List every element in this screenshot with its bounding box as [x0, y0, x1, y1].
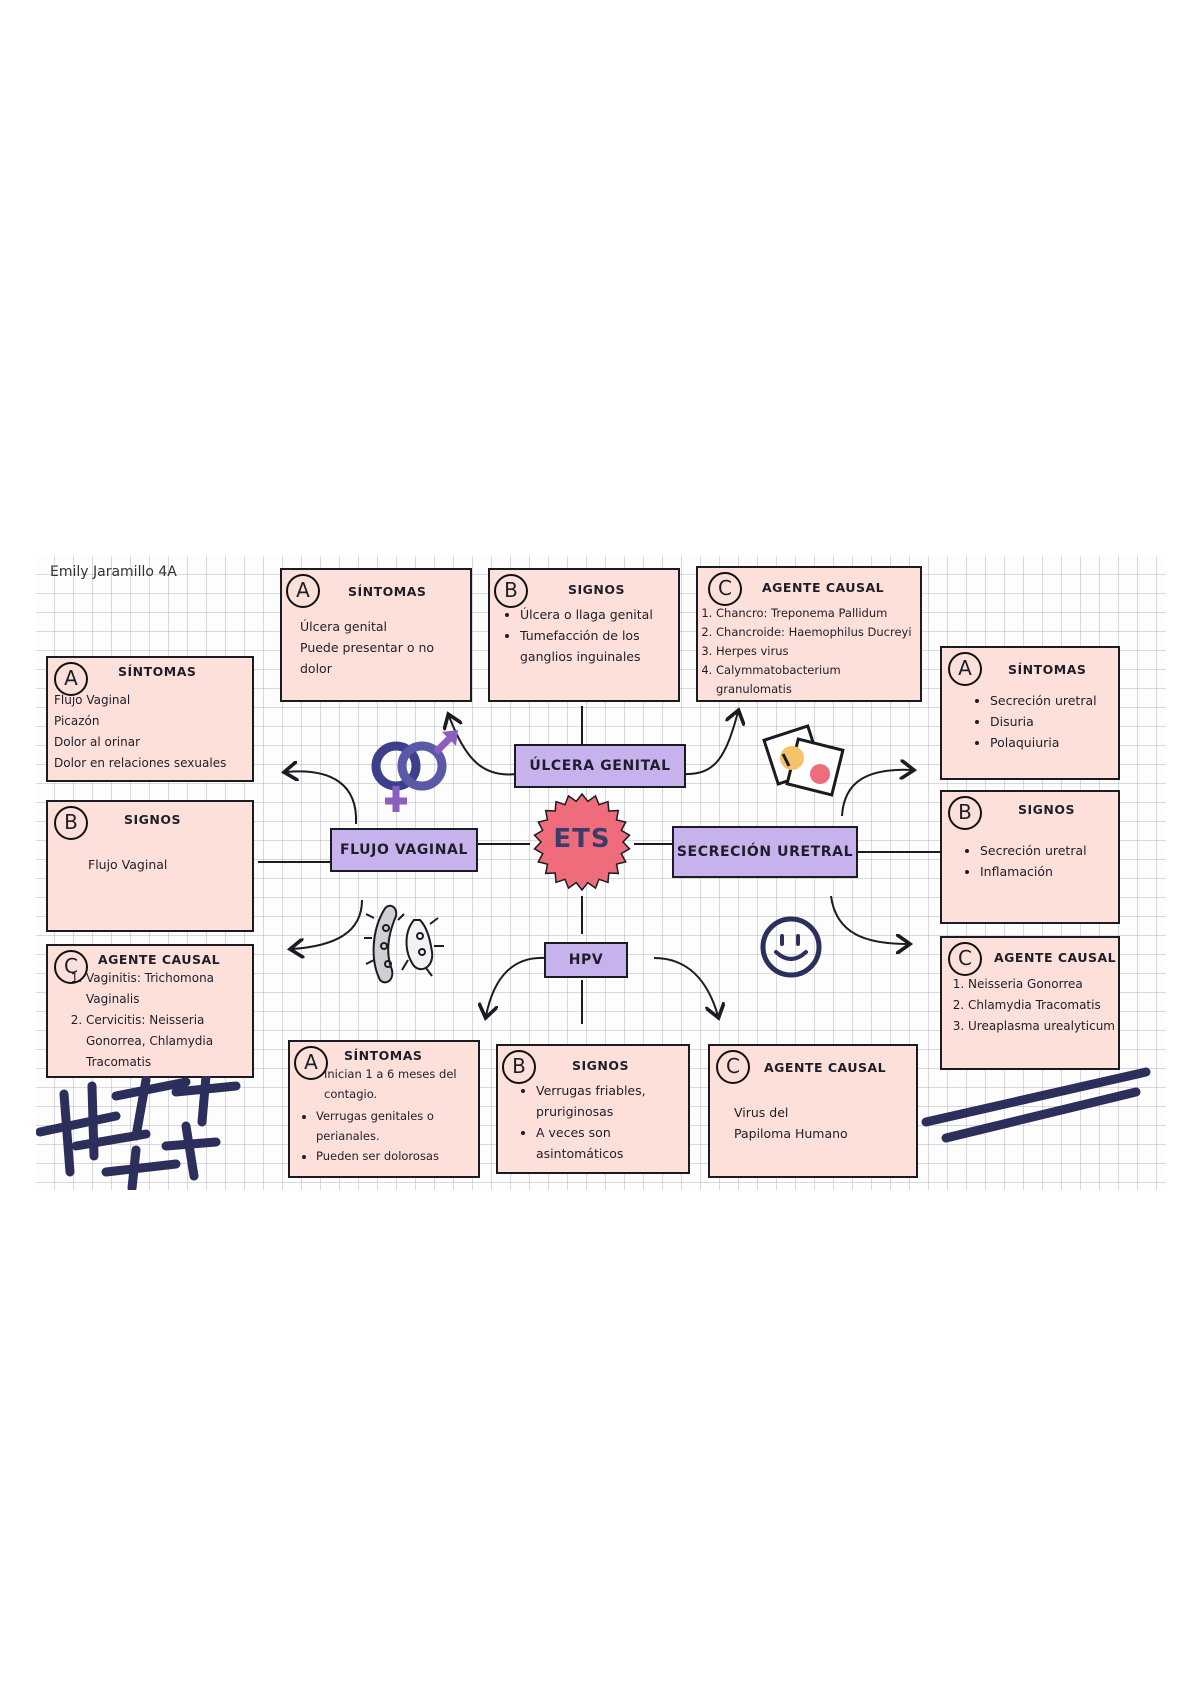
flujo-signos-line: Flujo Vaginal	[88, 857, 168, 872]
list-item: Chancroide: Haemophilus Ducreyi	[716, 623, 920, 642]
flujo-sintomas-box: A SÍNTOMAS Flujo Vaginal Picazón Dolor a…	[46, 656, 254, 782]
ulcera-sintomas-line: Úlcera genital	[300, 619, 388, 634]
secrecion-sintomas-title: SÍNTOMAS	[1008, 662, 1087, 677]
list-item: Tumefacción de los ganglios inguinales	[520, 625, 676, 667]
flujo-agente-body: Vaginitis: Trichomona Vaginalis Cervicit…	[72, 968, 252, 1073]
list-item: Pueden ser dolorosas	[316, 1146, 478, 1166]
secrecion-sintomas-box: A SÍNTOMAS Secreción uretral Disuria Pol…	[940, 646, 1120, 780]
hpv-signos-box: B SIGNOS Verrugas friables, pruriginosas…	[496, 1044, 690, 1174]
flujo-sintomas-line: Dolor al orinar	[54, 735, 141, 749]
flujo-sintomas-line: Picazón	[54, 714, 100, 728]
flujo-signos-title: SIGNOS	[124, 812, 182, 827]
list-item: A veces son asintomáticos	[536, 1122, 688, 1164]
ulcera-agente-box: C AGENTE CAUSAL Chancro: Treponema Palli…	[696, 566, 922, 702]
letter-c-badge: C	[708, 572, 742, 606]
ulcera-signos-title: SIGNOS	[568, 582, 626, 597]
strokes-decoration	[921, 1067, 1151, 1143]
secrecion-agente-title: AGENTE CAUSAL	[994, 950, 1117, 965]
flujo-agente-box: C AGENTE CAUSAL Vaginitis: Trichomona Va…	[46, 944, 254, 1078]
topic-ulcera-genital: ÚLCERA GENITAL	[514, 744, 686, 788]
hpv-agente-line: Virus del	[734, 1105, 789, 1120]
secrecion-signos-body: Secreción uretral Inflamación	[962, 840, 1118, 882]
ulcera-signos-box: B SIGNOS Úlcera o llaga genital Tumefacc…	[488, 568, 680, 702]
flujo-signos-box: B SIGNOS Flujo Vaginal	[46, 800, 254, 932]
list-item: Chlamydia Tracomatis	[968, 995, 1120, 1016]
ulcera-agente-body: Chancro: Treponema Pallidum Chancroide: …	[702, 604, 920, 699]
bacteria-icon	[364, 904, 444, 984]
secrecion-agente-body: Neisseria Gonorrea Chlamydia Tracomatis …	[954, 974, 1120, 1037]
secrecion-signos-box: B SIGNOS Secreción uretral Inflamación	[940, 790, 1120, 924]
smiley-icon	[760, 916, 822, 978]
letter-a-badge: A	[948, 652, 982, 686]
letter-c-badge: C	[54, 950, 88, 984]
list-item: Ureaplasma urealyticum	[968, 1016, 1120, 1037]
flujo-sintomas-title: SÍNTOMAS	[118, 664, 197, 679]
topic-flujo-vaginal: FLUJO VAGINAL	[330, 828, 478, 872]
list-item: Secreción uretral	[980, 840, 1118, 861]
topic-hpv: HPV	[544, 942, 628, 978]
hpv-sintomas-body: Inician 1 a 6 meses del contagio.	[324, 1064, 478, 1104]
ets-center-badge	[533, 792, 631, 892]
list-item: Disuria	[990, 711, 1118, 732]
ulcera-sintomas-line: Puede presentar o no dolor	[300, 640, 435, 676]
list-item: Neisseria Gonorrea	[968, 974, 1120, 995]
list-item: Inflamación	[980, 861, 1118, 882]
list-item: Verrugas genitales o perianales.	[316, 1106, 478, 1146]
ulcera-sintomas-body: Úlcera genital Puede presentar o no dolo…	[300, 616, 466, 679]
list-item: Calymmatobacterium granulomatis	[716, 661, 920, 699]
author-label: Emily Jaramillo 4A	[50, 564, 177, 580]
letter-b-badge: B	[494, 574, 528, 608]
condom-icon	[762, 724, 845, 797]
hpv-signos-title: SIGNOS	[572, 1058, 630, 1073]
list-item: Polaquiuria	[990, 732, 1118, 753]
list-item: Cervicitis: Neisseria Gonorrea, Chlamydi…	[86, 1010, 252, 1073]
secrecion-signos-title: SIGNOS	[1018, 802, 1076, 817]
flujo-agente-title: AGENTE CAUSAL	[98, 952, 221, 967]
secrecion-agente-box: C AGENTE CAUSAL Neisseria Gonorrea Chlam…	[940, 936, 1120, 1070]
letter-a-badge: A	[286, 574, 320, 608]
mind-map-sheet: Emily Jaramillo 4A	[36, 556, 1166, 1190]
list-item: Verrugas friables, pruriginosas	[536, 1080, 688, 1122]
list-item: Vaginitis: Trichomona Vaginalis	[86, 968, 252, 1010]
hpv-sintomas-title: SÍNTOMAS	[344, 1048, 423, 1063]
ulcera-sintomas-title: SÍNTOMAS	[348, 584, 427, 599]
letter-b-badge: B	[502, 1050, 536, 1084]
list-item: Chancro: Treponema Pallidum	[716, 604, 920, 623]
hpv-agente-title: AGENTE CAUSAL	[764, 1060, 887, 1075]
flujo-sintomas-line: Flujo Vaginal	[54, 693, 131, 707]
hpv-sintomas-lead: Inician 1 a 6 meses del contagio.	[324, 1067, 457, 1101]
hpv-agente-box: C AGENTE CAUSAL Virus del Papiloma Human…	[708, 1044, 918, 1178]
list-item: Herpes virus	[716, 642, 920, 661]
connector-lines	[258, 706, 940, 1024]
gender-symbol-icon	[371, 730, 458, 812]
flujo-sintomas-line: Dolor en relaciones sexuales	[54, 756, 227, 770]
flujo-sintomas-body: Flujo Vaginal Picazón Dolor al orinar Do…	[54, 690, 254, 774]
hpv-sintomas-box: A SÍNTOMAS Inician 1 a 6 meses del conta…	[288, 1040, 480, 1178]
hpv-sintomas-list: Verrugas genitales o perianales. Pueden …	[298, 1106, 478, 1166]
letter-a-badge: A	[54, 662, 88, 696]
hpv-agente-body: Virus del Papiloma Humano	[734, 1102, 914, 1144]
letter-b-badge: B	[54, 806, 88, 840]
ets-center-label: ETS	[553, 824, 611, 854]
topic-secrecion-uretral: SECRECIÓN URETRAL	[672, 826, 858, 878]
ulcera-signos-body: Úlcera o llaga genital Tumefacción de lo…	[502, 604, 676, 667]
list-item: Secreción uretral	[990, 690, 1118, 711]
hpv-signos-body: Verrugas friables, pruriginosas A veces …	[518, 1080, 688, 1164]
crosses-decoration	[36, 1076, 241, 1190]
flujo-signos-body: Flujo Vaginal	[88, 854, 248, 875]
ulcera-agente-title: AGENTE CAUSAL	[762, 580, 885, 595]
letter-c-badge: C	[716, 1050, 750, 1084]
list-item: Úlcera o llaga genital	[520, 604, 676, 625]
letter-c-badge: C	[948, 942, 982, 976]
letter-b-badge: B	[948, 796, 982, 830]
ulcera-sintomas-box: A SÍNTOMAS Úlcera genital Puede presenta…	[280, 568, 472, 702]
letter-a-badge: A	[294, 1046, 328, 1080]
secrecion-sintomas-body: Secreción uretral Disuria Polaquiuria	[972, 690, 1118, 753]
hpv-agente-line: Papiloma Humano	[734, 1126, 848, 1141]
